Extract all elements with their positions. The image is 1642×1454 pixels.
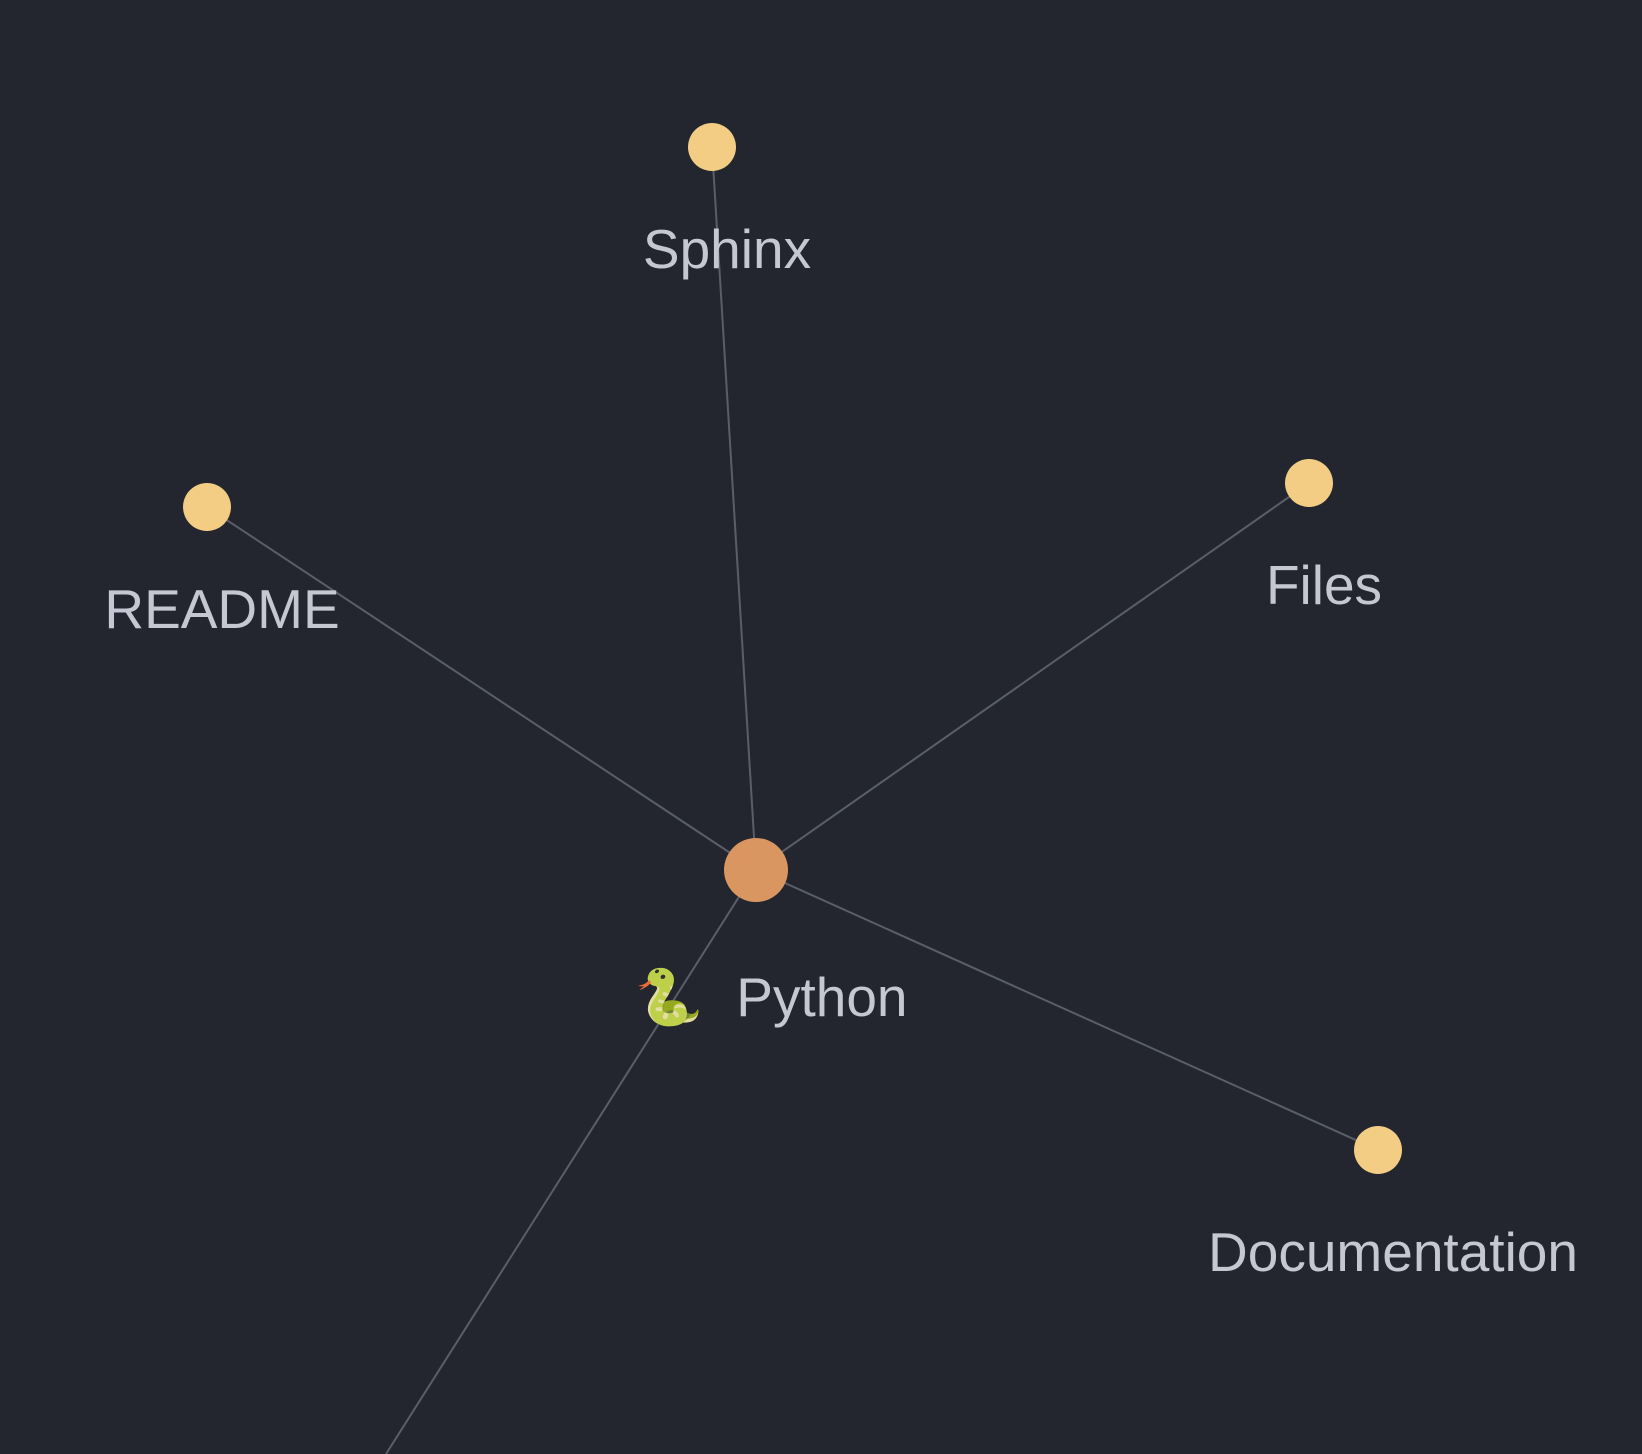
node-label: Sphinx <box>643 218 811 280</box>
center-label-text: Python <box>736 966 907 1028</box>
node-circle[interactable] <box>688 123 736 171</box>
edge-python-sphinx <box>711 146 757 871</box>
snake-icon: 🐍 <box>635 966 703 1029</box>
edge-python-readme <box>206 506 757 871</box>
edges-layer <box>206 146 1379 1454</box>
node-label: Documentation <box>1208 1221 1578 1283</box>
edge-python-documentation <box>755 869 1379 1151</box>
node-documentation[interactable]: Documentation <box>1208 1126 1578 1283</box>
edge-python-offscreen <box>385 869 757 1454</box>
node-circle[interactable] <box>183 483 231 531</box>
node-circle[interactable] <box>1285 459 1333 507</box>
edge-python-files <box>755 482 1310 871</box>
node-circle[interactable] <box>1354 1126 1402 1174</box>
node-circle-center[interactable] <box>724 838 788 902</box>
node-files[interactable]: Files <box>1266 459 1382 616</box>
node-label: Files <box>1266 554 1382 616</box>
node-label-center: 🐍 Python <box>635 966 908 1029</box>
node-sphinx[interactable]: Sphinx <box>643 123 811 280</box>
node-readme[interactable]: README <box>104 483 340 640</box>
node-python[interactable]: 🐍 Python <box>635 838 908 1029</box>
node-label: README <box>104 578 339 640</box>
